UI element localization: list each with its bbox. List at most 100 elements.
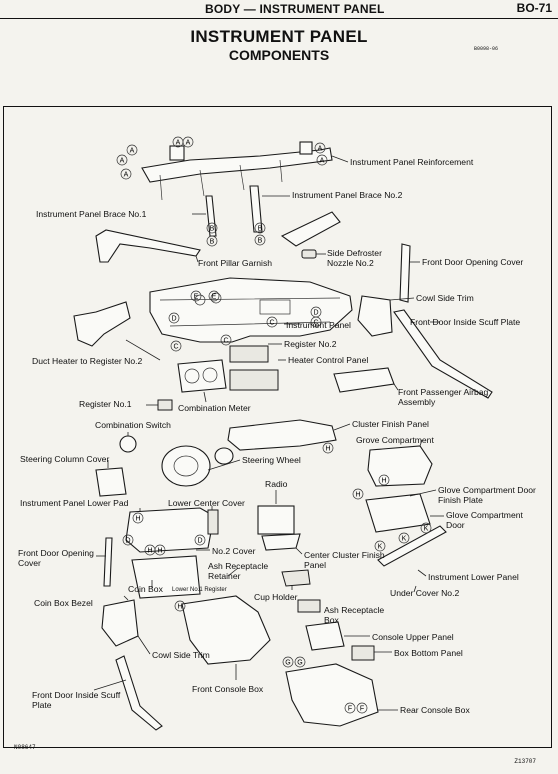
svg-text:H: H (147, 548, 152, 555)
marker: C (220, 334, 232, 346)
svg-text:A: A (124, 172, 129, 179)
combination-switch-part (119, 435, 137, 453)
svg-text:C: C (223, 338, 228, 345)
cowl-trim-right (357, 295, 393, 337)
page-title: INSTRUMENT PANEL (190, 27, 368, 46)
label-front-pillar-garnish: Front Pillar Garnish (198, 258, 273, 268)
front-console-part (181, 595, 271, 665)
svg-text:D: D (313, 310, 318, 317)
svg-text:K: K (402, 536, 407, 543)
label-combination-meter: Combination Meter (178, 403, 251, 413)
label-cup-holder: Cup Holder (254, 592, 298, 602)
label-airbag: Front Passenger Airbag Assembly (398, 387, 489, 407)
marker: H (154, 544, 166, 556)
box-bottom-part (351, 645, 375, 661)
label-front-console-box: Front Console Box (192, 684, 264, 694)
location-markers: A A A A A A A B B B B C C C C D D D D E … (116, 136, 432, 714)
marker: B (206, 222, 218, 234)
console-upper-part (305, 621, 345, 651)
svg-text:H: H (157, 548, 162, 555)
reinforcement-part (141, 141, 333, 201)
svg-text:D: D (171, 316, 176, 323)
marker: D (194, 534, 206, 546)
marker: E (208, 290, 220, 302)
label-center-cluster-finish: Center Cluster Finish Panel (304, 550, 385, 570)
label-ash-retainer: Ash Receptacle Retainer (208, 561, 269, 581)
label-coin-box-bezel: Coin Box Bezel (34, 598, 93, 608)
marker: A (314, 142, 326, 154)
marker: A (172, 136, 184, 148)
marker: K (398, 532, 410, 544)
door-opening-cover-left (103, 537, 113, 587)
ash-box-part (297, 599, 321, 613)
page-number: BO-71 (516, 1, 552, 15)
combination-meter-part (177, 359, 227, 393)
label-radio: Radio (265, 479, 288, 489)
svg-text:B: B (258, 226, 263, 233)
door-opening-cover-right (399, 243, 411, 303)
marker: E (190, 290, 202, 302)
airbag-part (333, 367, 395, 393)
marker: A (182, 136, 194, 148)
svg-text:D: D (197, 538, 202, 545)
svg-text:H: H (381, 478, 386, 485)
scuff-plate-right (393, 309, 493, 399)
label-door-opening-cover-right: Front Door Opening Cover (422, 257, 524, 267)
label-grove-compartment: Grove Compartment (356, 435, 434, 445)
radio-part (257, 505, 295, 535)
label-console-upper-panel: Console Upper Panel (372, 632, 454, 642)
page-subtitle: COMPONENTS (228, 47, 330, 63)
marker: K (420, 522, 432, 534)
lower-pad-part (125, 507, 215, 553)
marker: F (356, 702, 368, 714)
svg-text:E: E (194, 294, 199, 301)
label-cowl-side-trim-left: Cowl Side Trim (152, 650, 210, 660)
svg-text:D: D (125, 538, 130, 545)
center-cluster-part (261, 533, 301, 551)
coin-box-bezel-part (131, 555, 201, 599)
marker: D (122, 534, 134, 546)
marker: A (120, 168, 132, 180)
label-coin-box: Coin Box (128, 584, 163, 594)
svg-text:E: E (212, 294, 217, 301)
steering-wheel-part (161, 445, 211, 487)
label-cluster-finish: Cluster Finish Panel (352, 419, 429, 429)
pillar-garnish-right (280, 211, 341, 247)
svg-text:A: A (130, 148, 135, 155)
scuff-plate-left (115, 655, 163, 731)
svg-text:C: C (313, 320, 318, 327)
marker: D (168, 312, 180, 324)
marker: H (132, 512, 144, 524)
label-steering-wheel: Steering Wheel (242, 455, 301, 465)
marker: H (174, 600, 186, 612)
svg-text:H: H (135, 516, 140, 523)
lower-panel-part (377, 525, 447, 567)
label-glove-door: Glove Compartment Door (446, 510, 523, 530)
diagram-frame (3, 106, 552, 748)
column-cover-part (95, 467, 127, 497)
svg-text:A: A (120, 158, 125, 165)
svg-text:B: B (210, 226, 215, 233)
cluster-finish-part (227, 419, 337, 451)
label-lower-no1-register: Lower No.1 Register (172, 587, 227, 593)
svg-text:C: C (269, 320, 274, 327)
glove-door-part (365, 493, 431, 533)
label-ip-reinforcement: Instrument Panel Reinforcement (350, 157, 474, 167)
label-column-cover: Steering Column Cover (20, 454, 110, 464)
marker: D (310, 306, 322, 318)
label-lower-center-cover: Lower Center Cover (168, 498, 245, 508)
reference-code: B0098-06 (473, 46, 498, 52)
label-side-defroster: Side Defroster Nozzle No.2 (327, 248, 382, 268)
marker: C (266, 316, 278, 328)
marker: K (374, 540, 386, 552)
svg-text:H: H (355, 492, 360, 499)
pillar-garnish-left (95, 229, 201, 263)
header-bar: BODY — INSTRUMENT PANEL BO-71 (0, 0, 558, 19)
label-scuff-plate-right: Front Door Inside Scuff Plate (410, 317, 521, 327)
marker: G (282, 656, 294, 668)
svg-text:H: H (177, 604, 182, 611)
label-no2-cover: No.2 Cover (212, 546, 256, 556)
svg-text:B: B (258, 238, 263, 245)
label-register-no2: Register No.2 (284, 339, 337, 349)
